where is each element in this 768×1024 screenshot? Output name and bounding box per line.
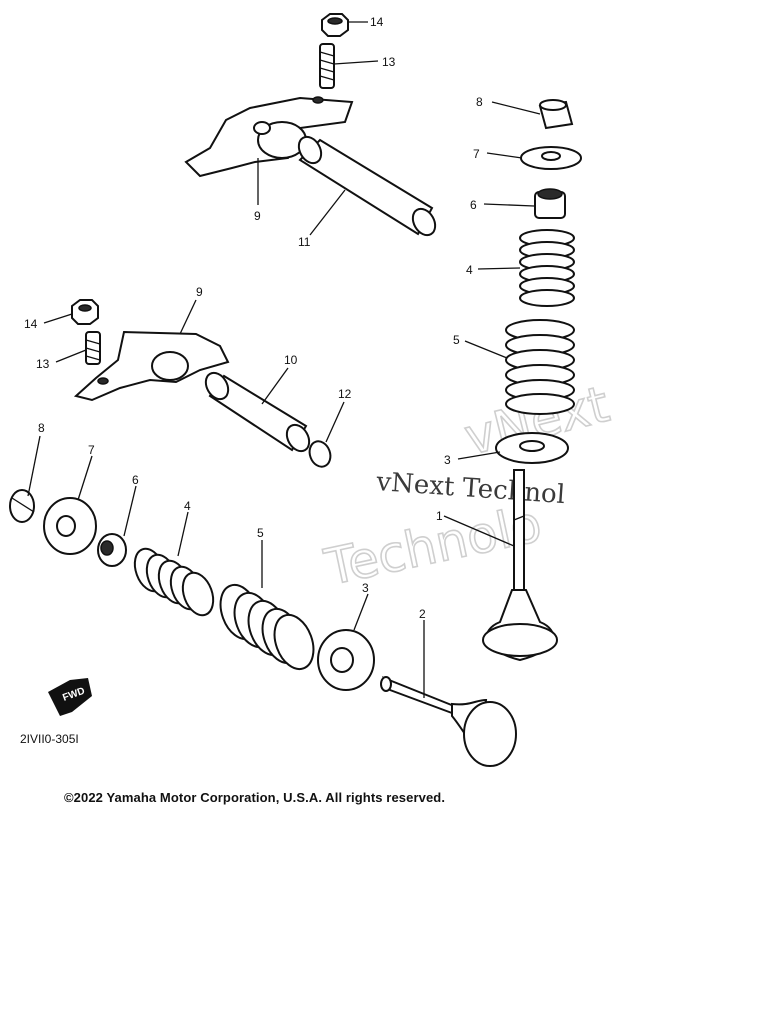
part-label: 4 [184,499,191,513]
part-label: 10 [284,353,298,367]
part-label: 6 [470,198,477,212]
part-label: 8 [476,95,483,109]
part-label: 2 [419,607,426,621]
rocker-arm-9-lower-bore [151,351,189,381]
forward-direction-mark: FWD [48,678,92,716]
adjust-screw-13-top [319,43,335,89]
part-label: 5 [257,526,264,540]
part-label: 7 [88,443,95,457]
lower-rocker-assembly [43,299,345,468]
part-label: 6 [132,473,139,487]
valve-1 [482,469,558,662]
lower-valve-row [9,435,517,767]
part-label: 5 [453,333,460,347]
spring-4-right [519,229,575,307]
part-label: 8 [38,421,45,435]
part-label: 13 [382,55,396,69]
spring-4-lower [133,547,215,617]
valve-2 [380,676,517,767]
cotter-8-lower [9,489,35,523]
upper-rocker-assembly [184,13,437,237]
part-label: 11 [298,235,311,249]
part-label: 13 [36,357,50,371]
part-label: 7 [473,147,480,161]
copyright-notice: ©2022 Yamaha Motor Corporation, U.S.A. A… [64,790,446,805]
part-label: 12 [338,387,352,401]
rocker-arm-9-top-hub [253,121,271,135]
part-label: 9 [254,209,261,223]
part-label: 14 [370,15,384,29]
right-valve-stack [443,99,582,662]
part-label: 3 [362,581,369,595]
watermark-line2: vNext Technol [375,467,567,510]
nut-14-lower [71,299,99,325]
nut-14-top-hole [327,17,343,25]
diagram-code: 2IVII0-305I [20,732,79,746]
spring-5-right [505,319,575,415]
part-label: 9 [196,285,203,299]
spring-5-lower [219,583,315,671]
o-ring-12 [308,440,332,468]
part-label: 1 [436,509,443,523]
part-label: 14 [24,317,38,331]
part-label: 4 [466,263,473,277]
part-number-labels: 14 13 8 7 6 9 11 4 9 14 13 5 10 12 8 7 3… [24,15,483,621]
part-label: 3 [444,453,451,467]
